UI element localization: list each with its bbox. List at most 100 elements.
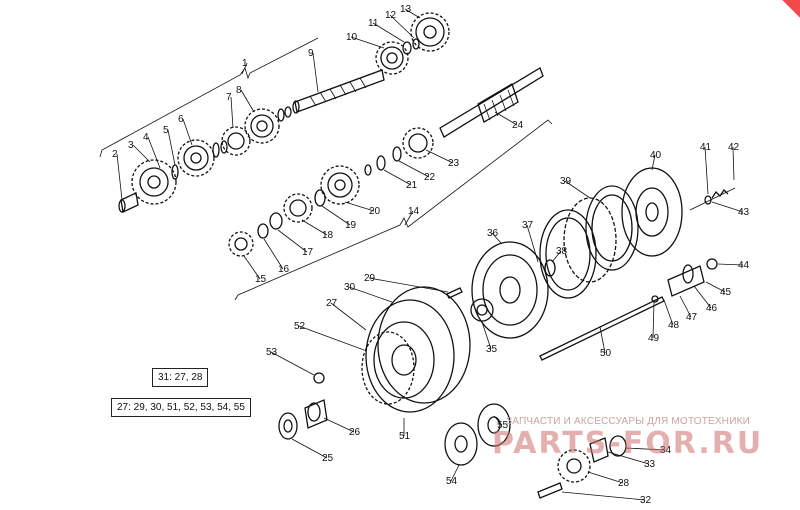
leader-line-34 [625,447,666,451]
callout-label-47: 47 [686,312,698,323]
legend-box-27: 27: 29, 30, 51, 52, 53, 54, 55 [111,398,251,417]
bracket-group-14 [234,119,553,301]
leader-line-52 [298,325,365,351]
callout-label-27: 27 [326,298,338,309]
callout-label-12: 12 [385,10,397,21]
callout-label-38: 38 [556,246,568,257]
spring-bolt-41-42-43 [689,187,736,211]
callout-label-50: 50 [600,348,612,359]
callout-label-54: 54 [446,476,458,487]
callout-label-8: 8 [236,85,242,96]
key-32 [537,482,563,499]
leader-line-39 [564,180,591,199]
leader-line-9 [312,52,319,93]
ring-16 [257,223,269,239]
leader-line-55 [493,415,503,426]
leader-line-18 [301,219,328,236]
callout-label-1: 1 [242,58,248,69]
washer-54 [444,422,478,466]
callout-label-4: 4 [143,132,149,143]
callout-label-55: 55 [497,420,509,431]
callout-label-53: 53 [266,347,278,358]
leader-line-23 [425,149,454,164]
callout-label-11: 11 [368,18,379,29]
callout-label-29: 29 [364,273,376,284]
leader-line-41 [704,146,709,195]
callout-label-51: 51 [399,431,411,442]
leader-line-22 [398,160,430,178]
rings-4-5 [277,106,292,122]
leader-line-53 [270,351,315,376]
gear-7 [221,126,251,156]
leader-line-50 [599,326,606,354]
callout-label-40: 40 [650,150,662,161]
leader-line-3 [132,144,151,163]
callout-labels: 1234567891011121314151617181920212223242… [112,4,750,506]
callout-label-25: 25 [322,453,334,464]
leader-line-26 [323,417,355,433]
callout-label-21: 21 [406,180,418,191]
lock-washer-33 [589,437,609,463]
leader-line-45 [705,281,726,293]
callout-label-32: 32 [640,495,652,506]
drive-gear-28 [557,449,591,483]
callout-label-15: 15 [255,274,267,285]
gear-8 [244,108,280,144]
leader-line-25 [291,438,328,459]
leader-line-48 [663,299,674,326]
callout-label-44: 44 [738,260,750,271]
leader-line-46 [693,285,712,309]
leader-line-49 [652,301,655,339]
gear-18 [283,193,313,223]
callout-label-35: 35 [486,344,498,355]
ring-17 [269,212,283,230]
gear-3 [131,159,177,205]
pressure-plate-40 [621,167,683,257]
callout-label-24: 24 [512,120,524,131]
leader-line-17 [277,229,308,253]
leader-line-40 [651,154,656,171]
callout-label-45: 45 [720,287,732,298]
callout-label-20: 20 [369,206,381,217]
leader-line-44 [717,263,744,266]
callout-label-3: 3 [128,140,134,151]
washer-38 [544,259,556,277]
leader-line-7 [230,96,234,129]
primary-gear-52 [361,331,415,405]
washer-34 [609,435,627,457]
leader-line-21 [383,169,412,186]
leader-line-2 [116,153,123,201]
callout-label-26: 26 [349,427,361,438]
callout-label-14: 14 [408,206,420,217]
watermark-logo: PARTS-FOR.RU [492,426,764,461]
leader-line-24 [494,111,518,126]
leader-line-42 [732,146,735,181]
leader-line-12 [389,14,415,39]
leader-line-14 [404,210,414,226]
leader-line-5 [167,129,176,166]
callout-label-22: 22 [424,172,436,183]
callout-label-5: 5 [163,125,169,136]
callout-label-43: 43 [738,207,750,218]
leader-line-27 [330,302,367,331]
callout-label-39: 39 [560,176,572,187]
leader-line-35 [481,321,492,350]
main-shaft [292,69,385,114]
leader-line-47 [679,295,692,318]
ball-53 [313,372,325,384]
gear-10 [375,41,409,75]
leader-line-11 [372,22,405,43]
gear-15 [228,231,254,257]
callout-label-19: 19 [345,220,357,231]
leader-line-13 [404,8,421,19]
leader-line-32 [561,491,646,501]
leader-line-20 [344,201,375,212]
washer-25 [278,412,298,440]
callout-label-36: 36 [487,228,499,239]
leader-line-29 [368,277,449,293]
callout-label-46: 46 [706,303,718,314]
callout-label-7: 7 [226,92,232,103]
watermark-tagline: ЗАПЧАСТИ И АКСЕССУАРЫ ДЛЯ МОТОТЕХНИКИ [506,416,751,427]
gear-13 [410,12,450,52]
